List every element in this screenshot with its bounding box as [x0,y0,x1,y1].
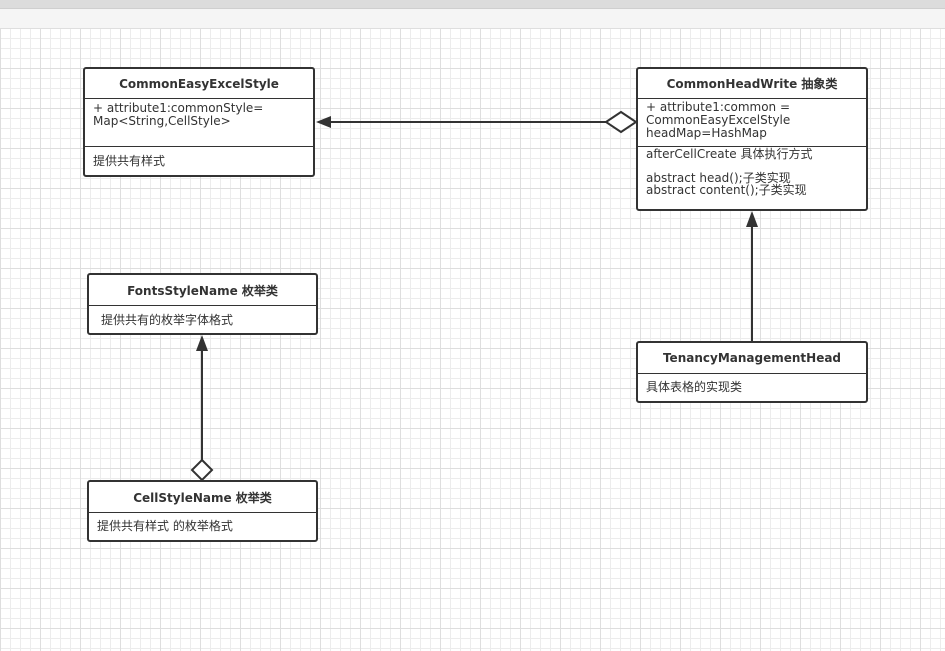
class-name: CommonEasyExcelStyle [85,69,313,99]
class-cell-style-name[interactable]: CellStyleName 枚举类 提供共有样式 的枚举格式 [87,480,318,542]
class-description: 提供共有的枚举字体格式 [101,313,234,327]
class-tenancy-management-head[interactable]: TenancyManagementHead 具体表格的实现类 [636,341,868,403]
class-methods: 提供共有样式 [93,154,166,168]
class-name: TenancyManagementHead [638,343,866,374]
class-attributes: + attribute1:commonStyle= Map<String,Cel… [85,99,313,147]
class-name: FontsStyleName 枚举类 [89,275,316,306]
arrowhead-icon [196,335,208,351]
class-common-head-write[interactable]: CommonHeadWrite 抽象类 + attribute1:common … [636,67,868,211]
class-name: CommonHeadWrite 抽象类 [638,69,866,99]
class-description: 具体表格的实现类 [646,380,743,394]
class-methods: afterCellCreate 具体执行方式 abstract head();子… [646,147,813,197]
arrowhead-icon [746,211,758,227]
class-fonts-style-name[interactable]: FontsStyleName 枚举类 提供共有的枚举字体格式 [87,273,318,335]
window-top-bar [0,0,945,9]
class-name: CellStyleName 枚举类 [89,482,316,513]
class-attributes: + attribute1:common = CommonEasyExcelSty… [638,99,866,147]
canvas-header-band [0,9,945,28]
class-common-easy-excel-style[interactable]: CommonEasyExcelStyle + attribute1:common… [83,67,315,177]
class-description: 提供共有样式 的枚举格式 [97,519,233,533]
aggregation-diamond-icon [604,110,638,134]
arrowhead-icon [316,116,331,128]
aggregation-diamond-icon [190,458,214,482]
